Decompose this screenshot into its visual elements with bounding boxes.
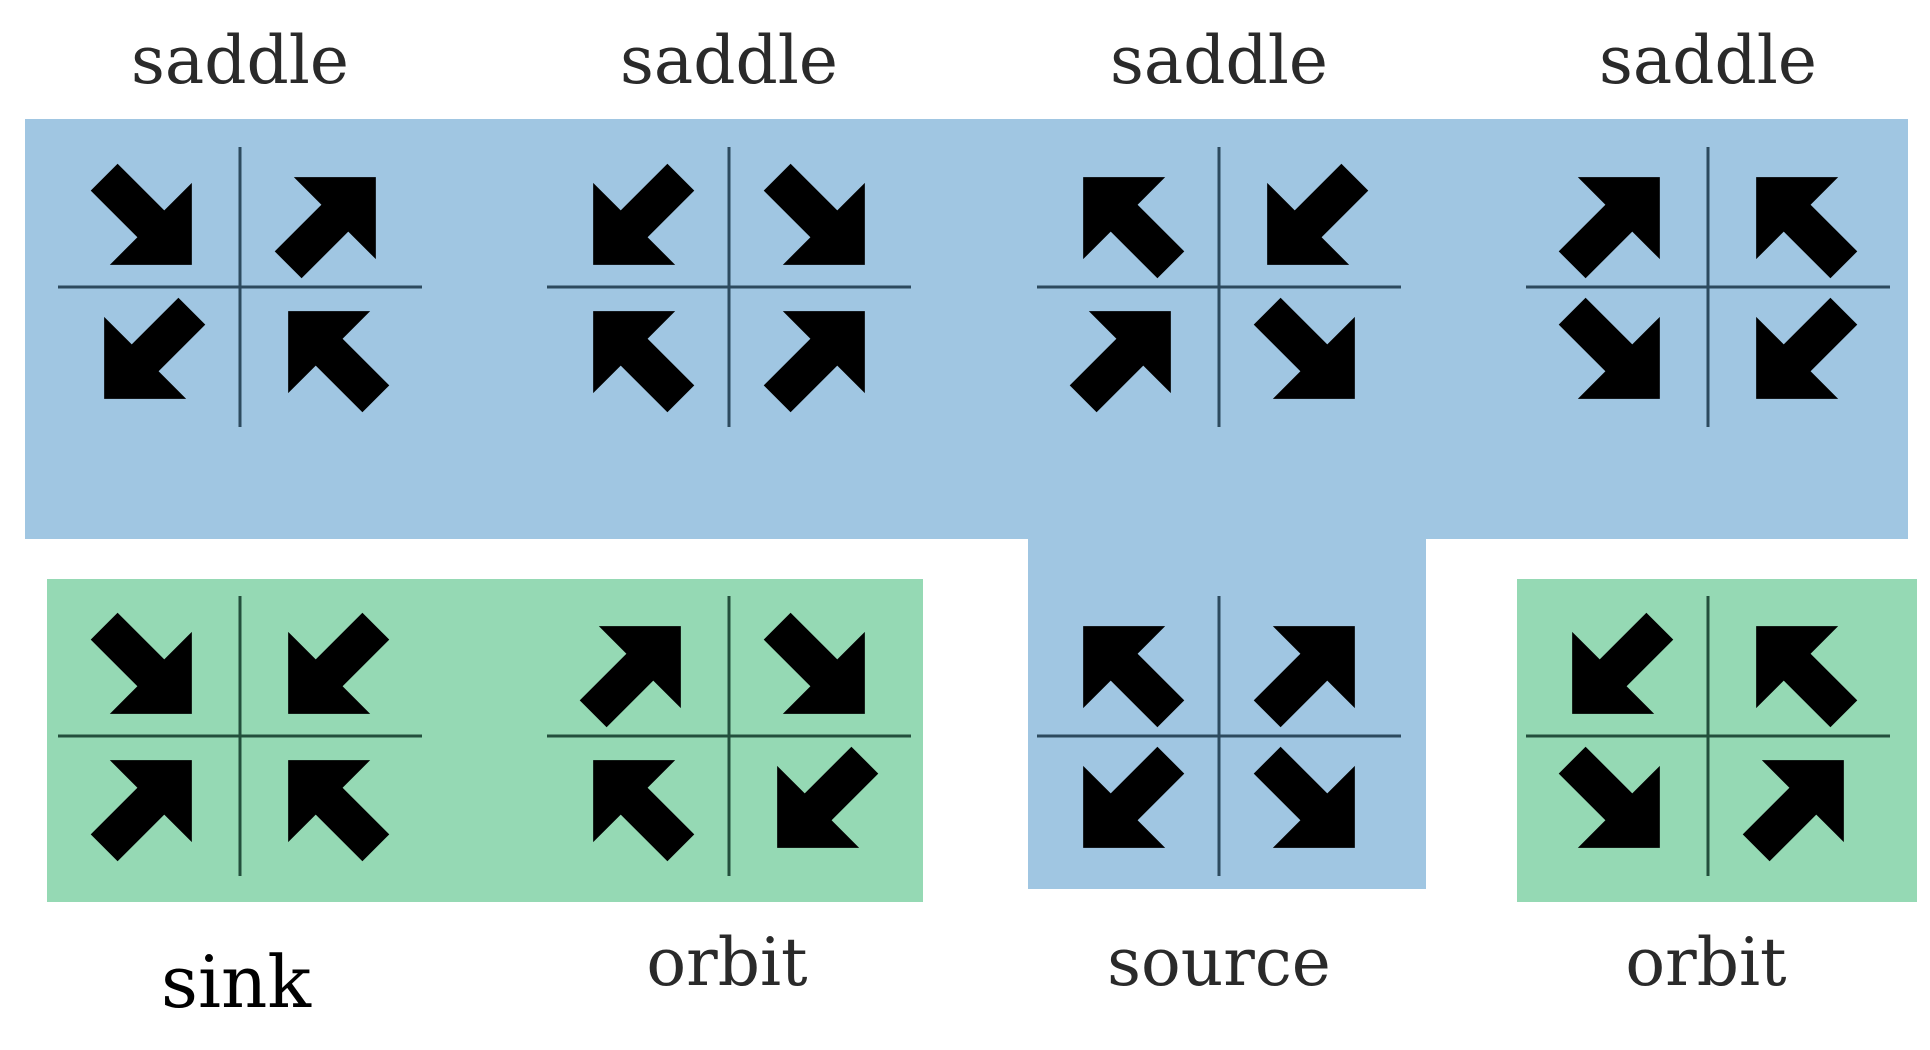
arrow-up-right-icon — [1069, 311, 1171, 413]
arrow-down-right-icon — [1253, 297, 1355, 399]
panel-label-saddle-3: saddle — [1110, 22, 1328, 99]
arrow-down-right-icon — [90, 163, 192, 265]
arrow-up-right-icon — [763, 311, 865, 413]
arrow-down-right-icon — [1558, 746, 1660, 848]
arrow-down-left-icon — [1083, 746, 1185, 848]
panel-orbit-6 — [547, 596, 911, 876]
panel-sink-5 — [58, 596, 422, 876]
panel-orbit-8 — [1526, 596, 1890, 876]
arrow-up-right-icon — [1253, 626, 1355, 728]
arrow-up-left-icon — [288, 760, 390, 862]
arrow-down-left-icon — [1756, 297, 1858, 399]
panel-label-orbit-1: orbit — [646, 924, 808, 1001]
arrow-down-right-icon — [1558, 297, 1660, 399]
arrow-up-left-icon — [593, 760, 695, 862]
panel-label-saddle-4: saddle — [1599, 22, 1817, 99]
arrow-down-left-icon — [1572, 612, 1674, 714]
panel-saddle-3 — [1037, 147, 1401, 427]
panel-saddle-2 — [547, 147, 911, 427]
arrow-up-left-icon — [593, 311, 695, 413]
panel-label-saddle-1: saddle — [131, 22, 349, 99]
arrow-down-right-icon — [90, 612, 192, 714]
arrow-down-left-icon — [288, 612, 390, 714]
arrow-up-right-icon — [274, 177, 376, 279]
arrow-down-left-icon — [777, 746, 879, 848]
arrow-up-left-icon — [1756, 177, 1858, 279]
panel-label-saddle-2: saddle — [620, 22, 838, 99]
arrow-up-right-icon — [579, 626, 681, 728]
arrow-up-right-icon — [1558, 177, 1660, 279]
arrow-down-right-icon — [763, 163, 865, 265]
panel-saddle-4 — [1526, 147, 1890, 427]
panel-source-7 — [1037, 596, 1401, 876]
orbit-region-right — [1517, 579, 1917, 902]
arrow-down-right-icon — [763, 612, 865, 714]
arrow-up-left-icon — [288, 311, 390, 413]
arrow-down-left-icon — [593, 163, 695, 265]
panel-label-sink: sink — [161, 940, 311, 1024]
arrow-down-right-icon — [1253, 746, 1355, 848]
arrow-up-right-icon — [90, 760, 192, 862]
panel-label-orbit-2: orbit — [1625, 924, 1787, 1001]
arrow-down-left-icon — [104, 297, 206, 399]
arrow-up-right-icon — [1742, 760, 1844, 862]
arrow-down-left-icon — [1267, 163, 1369, 265]
arrow-up-left-icon — [1083, 177, 1185, 279]
panel-saddle-1 — [58, 147, 422, 427]
arrow-up-left-icon — [1756, 626, 1858, 728]
arrow-up-left-icon — [1083, 626, 1185, 728]
panel-label-source: source — [1107, 924, 1331, 1001]
